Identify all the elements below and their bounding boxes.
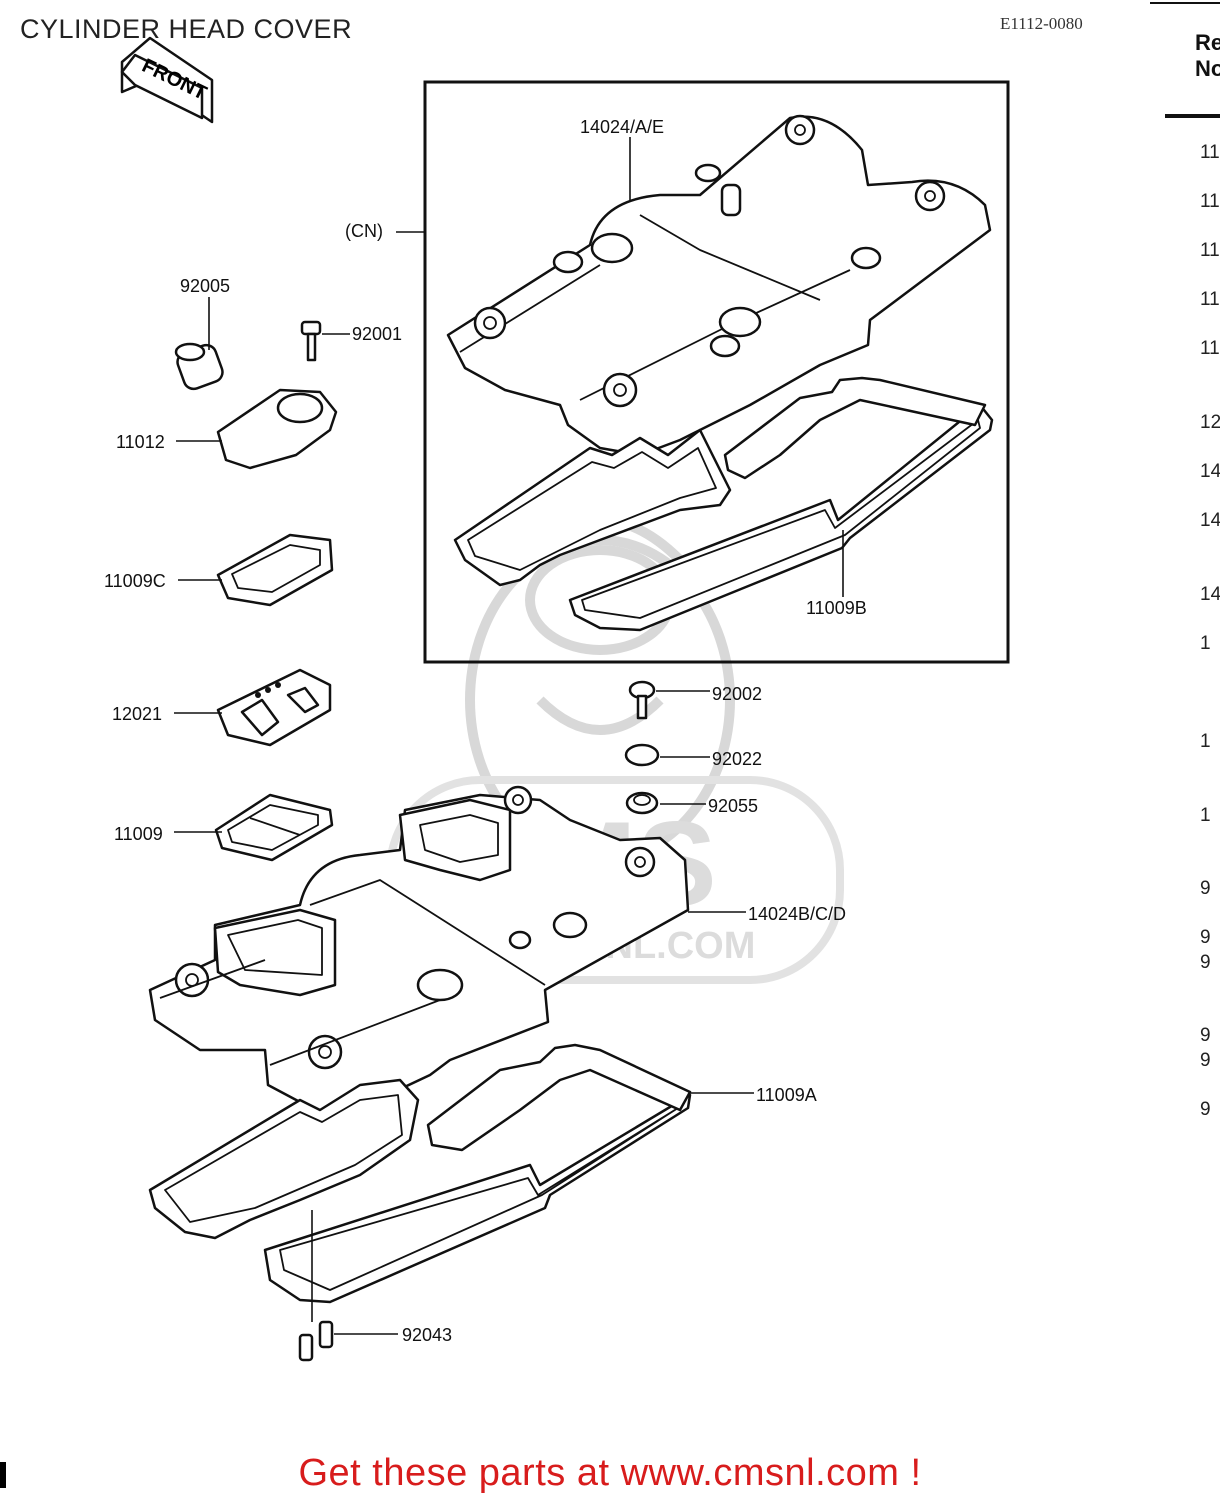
ref-no-header: Re No (1195, 30, 1220, 81)
callout-11009C: 11009C (104, 571, 166, 591)
promo-link[interactable]: Get these parts at www.cmsnl.com ! (298, 1452, 922, 1494)
ref-item: 9 (1200, 1025, 1211, 1046)
breather-gasket-11009C (216, 533, 334, 607)
bolt-92001 (300, 320, 322, 362)
ref-item: 12 (1200, 412, 1220, 433)
ref-header-rule (1165, 114, 1220, 118)
callout-11009: 11009 (114, 824, 163, 844)
washer-92022 (624, 743, 660, 767)
ref-item: 9 (1200, 1050, 1211, 1071)
exploded-parts-diagram: CMS WWW.CMSNL.COM FRONT (104, 36, 1010, 1362)
callout-cn: (CN) (345, 221, 383, 241)
ref-item: 14 (1200, 510, 1220, 531)
plate-12021 (216, 668, 332, 747)
dowel-pins-92043 (298, 1320, 334, 1362)
leader-lines (174, 137, 844, 1335)
ref-item: 11 (1200, 191, 1220, 212)
breather-cap-92005 (174, 342, 224, 391)
callout-11009B: 11009B (806, 598, 867, 618)
ref-item: 1 (1200, 633, 1211, 654)
ref-item: 14 (1200, 461, 1220, 482)
front-arrow-badge: FRONT (120, 36, 214, 124)
page-title: CYLINDER HEAD COVER (20, 14, 353, 44)
callout-12021: 12021 (112, 704, 162, 724)
callout-92043: 92043 (402, 1325, 452, 1345)
callout-14024-A-E: 14024/A/E (580, 117, 664, 137)
ref-top-rule (1150, 2, 1220, 4)
upper-gasket-11009B (453, 376, 994, 632)
ref-item: 11 (1200, 240, 1220, 261)
diagram-code: E1112-0080 (1000, 14, 1083, 33)
breather-cover-11012 (216, 388, 338, 470)
callout-92001: 92001 (352, 324, 402, 344)
ref-item: 9 (1200, 927, 1211, 948)
callout-92055: 92055 (708, 796, 758, 816)
ref-item: 11 (1200, 338, 1220, 359)
ref-item: 9 (1200, 952, 1211, 973)
callout-11009A: 11009A (756, 1085, 817, 1105)
ref-item: 11 (1200, 142, 1220, 163)
cn-kit-box (423, 80, 1010, 664)
seal-92055 (625, 791, 659, 815)
callout-92022: 92022 (712, 749, 762, 769)
callout-92005: 92005 (180, 276, 230, 296)
ref-item: 11 (1200, 289, 1220, 310)
callout-11012: 11012 (116, 432, 165, 452)
lower-cylinder-head-cover (148, 785, 690, 1117)
ref-item: 1 (1200, 731, 1211, 752)
ref-item: 9 (1200, 878, 1211, 899)
lower-gasket-11009A (148, 1043, 692, 1304)
ref-item: 1 (1200, 805, 1211, 826)
bolt-92002 (628, 680, 656, 720)
page-edge-mark (0, 1462, 6, 1488)
ref-item: 14 (1200, 584, 1220, 605)
gasket-11009 (214, 793, 334, 862)
ref-item: 9 (1200, 1099, 1211, 1120)
callout-92002: 92002 (712, 684, 762, 704)
reference-number-column: Re No 11 11 11 11 11 12 14 14 14 1 1 1 9… (1150, 0, 1220, 1140)
upper-cylinder-head-cover (446, 114, 992, 457)
callout-14024-B-C-D: 14024B/C/D (748, 904, 846, 924)
